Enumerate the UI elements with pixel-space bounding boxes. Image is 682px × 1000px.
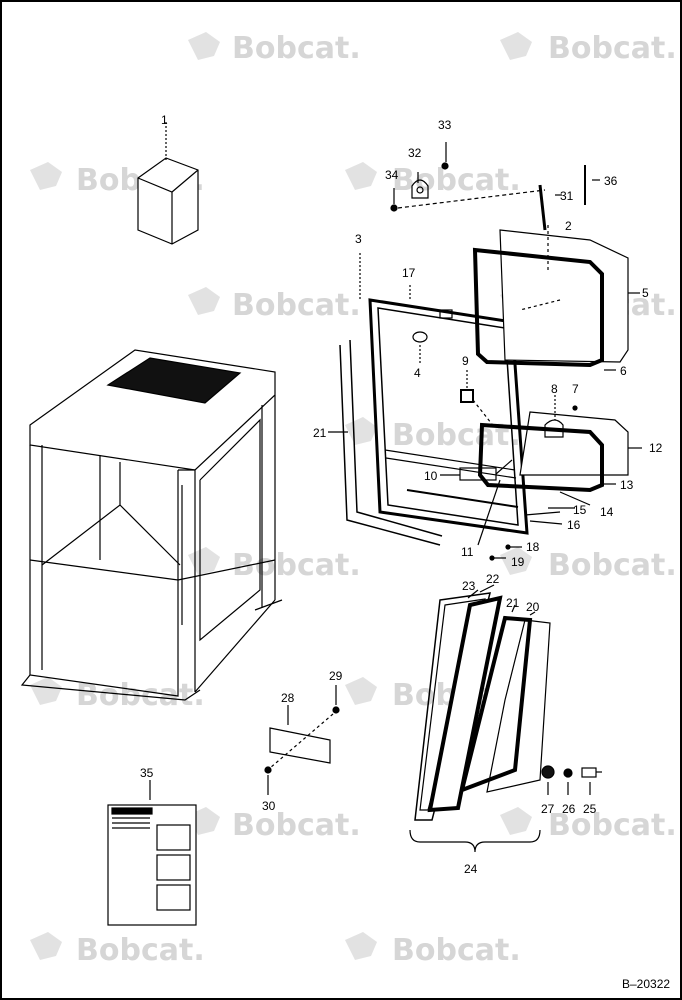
svg-text:Bobcat.: Bobcat. [548, 31, 677, 66]
side-window-parts-20-23 [414, 584, 551, 821]
bobcat-watermark: Bobcat. [188, 287, 361, 323]
callout-21-seal: 21 [313, 426, 327, 440]
callout-5: 5 [642, 286, 649, 300]
callout-18: 18 [526, 540, 540, 554]
drawing-lines [20, 122, 642, 926]
svg-text:Bobcat.: Bobcat. [392, 933, 521, 968]
fasteners-parts-25-27 [541, 765, 602, 795]
cab-assembly [20, 349, 283, 701]
screws-parts-18-19 [489, 544, 522, 561]
bobcat-watermark: Bobcat. [30, 932, 205, 968]
gas-spring-part-10 [440, 459, 513, 546]
latch-part-4 [412, 331, 428, 365]
strip-parts-14-16 [524, 491, 591, 525]
hinge-part-8 [544, 395, 578, 438]
lower-window-part-12 [477, 411, 642, 493]
handle-part-9 [460, 370, 496, 429]
door-frame-part-17 [359, 253, 529, 535]
callout-9: 9 [462, 354, 469, 368]
callout-2: 2 [565, 219, 572, 233]
callout-6: 6 [620, 364, 627, 378]
callout-24: 24 [464, 862, 478, 876]
svg-text:Bobcat.: Bobcat. [548, 808, 677, 843]
callout-14: 14 [600, 505, 614, 519]
plate-parts-28-30 [264, 685, 340, 795]
callout-3: 3 [355, 232, 362, 246]
decal-sheet-part-35 [107, 780, 197, 926]
callout-1: 1 [161, 113, 168, 127]
callout-33: 33 [438, 118, 452, 132]
bobcat-watermark: Bobcat. [188, 807, 361, 843]
callout-19: 19 [511, 555, 525, 569]
svg-text:Bobcat.: Bobcat. [232, 808, 361, 843]
callout-8: 8 [551, 382, 558, 396]
bobcat-watermark: Bobcat. [500, 807, 677, 843]
svg-text:Bobcat.: Bobcat. [392, 163, 521, 198]
drawing-reference-number: B–20322 [622, 977, 670, 991]
brace-part-24 [409, 829, 541, 853]
bobcat-watermark: Bobcat. [345, 417, 521, 453]
callout-17: 17 [402, 266, 416, 280]
callout-10: 10 [424, 469, 438, 483]
callout-29: 29 [329, 669, 343, 683]
seal-strip-part-21 [328, 339, 443, 546]
bobcat-watermark: Bobcat. [345, 162, 521, 198]
callout-12: 12 [649, 441, 663, 455]
callout-11: 11 [461, 545, 474, 559]
upper-window-part-5 [472, 225, 640, 371]
bobcat-watermark: Bobcat. [500, 31, 677, 66]
callout-7: 7 [572, 382, 579, 396]
callout-13: 13 [620, 478, 634, 492]
callout-21-window: 21 [506, 596, 520, 610]
callout-25: 25 [583, 802, 597, 816]
svg-text:Bobcat.: Bobcat. [76, 933, 205, 968]
bobcat-watermark: Bobcat. [500, 547, 677, 583]
svg-text:Bobcat.: Bobcat. [232, 288, 361, 323]
pin-part-31 [538, 165, 600, 231]
bobcat-watermark: Bobcat. [188, 547, 361, 583]
callout-22: 22 [486, 572, 500, 586]
svg-text:Bobcat.: Bobcat. [232, 548, 361, 583]
svg-text:Bobcat.: Bobcat. [232, 31, 361, 66]
callout-32: 32 [408, 146, 422, 160]
callout-16: 16 [567, 518, 581, 532]
callout-15: 15 [573, 503, 587, 517]
callout-34: 34 [385, 168, 399, 182]
callout-20: 20 [526, 600, 540, 614]
callout-labels: 1 2 3 4 5 6 7 8 9 10 11 12 13 14 15 16 1… [140, 113, 663, 876]
callout-30: 30 [262, 799, 276, 813]
callout-28: 28 [281, 691, 295, 705]
bobcat-watermark: Bobcat. [345, 932, 521, 968]
callout-27: 27 [541, 802, 555, 816]
callout-4: 4 [414, 366, 421, 380]
mount-parts-32-34 [390, 142, 546, 212]
bobcat-watermark: Bobcat. [188, 31, 361, 66]
svg-text:Bobcat.: Bobcat. [392, 418, 521, 453]
callout-26: 26 [562, 802, 576, 816]
callout-35: 35 [140, 766, 154, 780]
part-1-box [137, 122, 199, 245]
callout-36: 36 [604, 174, 618, 188]
svg-text:Bobcat.: Bobcat. [548, 548, 677, 583]
callout-31: 31 [560, 189, 574, 203]
callout-23: 23 [462, 579, 476, 593]
